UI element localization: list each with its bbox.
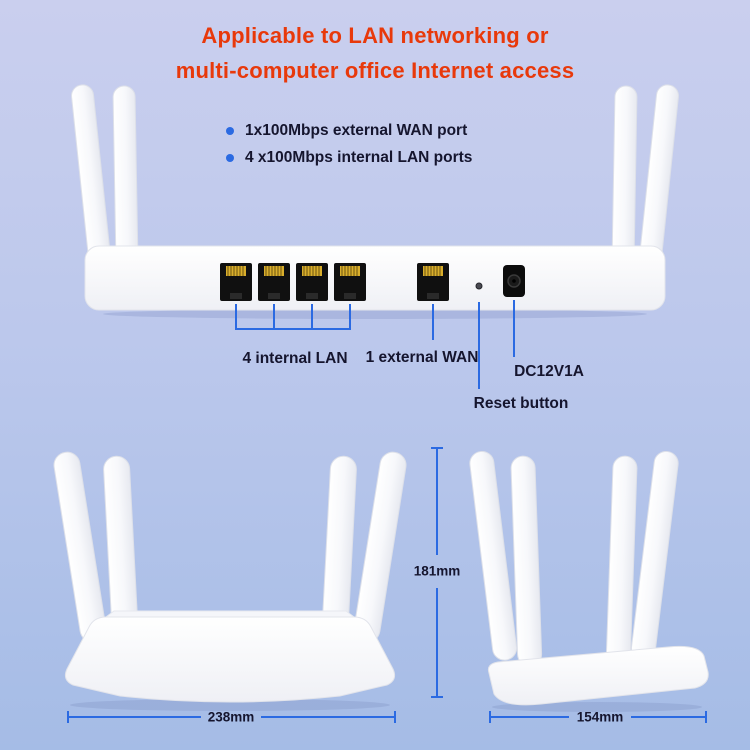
lan-port-icon bbox=[295, 262, 329, 302]
headline-line2: multi-computer office Internet access bbox=[175, 58, 575, 83]
dimension-line-width bbox=[67, 711, 396, 723]
router-back-body bbox=[84, 245, 666, 311]
reset-callout-label: Reset button bbox=[473, 395, 569, 412]
dc-callout-label: DC12V1A bbox=[514, 363, 584, 380]
feature-text: 1x100Mbps external WAN port bbox=[245, 122, 468, 139]
headline: Applicable to LAN networking or multi-co… bbox=[0, 18, 750, 88]
lan-callout-label: 4 internal LAN bbox=[242, 350, 348, 367]
lan-port-icon bbox=[257, 262, 291, 302]
antenna-icon bbox=[469, 450, 518, 661]
dimension-line-depth bbox=[489, 711, 707, 723]
wan-port-icon bbox=[416, 262, 450, 302]
width-dimension-label: 238mm bbox=[207, 709, 255, 725]
antenna-icon bbox=[353, 451, 407, 643]
antenna-icon bbox=[112, 85, 139, 265]
dc-jack-icon bbox=[503, 265, 525, 297]
router-side-view bbox=[469, 450, 709, 712]
feature-item-wan: 1x100Mbps external WAN port bbox=[226, 122, 467, 140]
feature-item-lan: 4 x100Mbps internal LAN ports bbox=[226, 149, 472, 167]
shadow bbox=[103, 309, 647, 319]
antenna-icon bbox=[611, 85, 638, 265]
antenna-icon bbox=[53, 451, 107, 643]
lan-port-icon bbox=[219, 262, 253, 302]
feature-text: 4 x100Mbps internal LAN ports bbox=[245, 149, 473, 166]
reset-hole-icon bbox=[475, 282, 483, 290]
router-back-view bbox=[71, 84, 679, 389]
antenna-icon bbox=[630, 450, 679, 661]
lan-port-icon bbox=[333, 262, 367, 302]
bullet-icon bbox=[226, 127, 234, 135]
router-side-body bbox=[487, 645, 709, 706]
depth-dimension-label: 154mm bbox=[576, 709, 624, 725]
height-dimension-label: 181mm bbox=[413, 563, 461, 579]
shadow bbox=[492, 702, 702, 712]
shadow bbox=[70, 699, 390, 711]
dimension-line-height bbox=[431, 447, 443, 698]
antenna-icon bbox=[639, 84, 679, 263]
lan-callout-line bbox=[235, 304, 351, 330]
router-front-view bbox=[53, 451, 407, 711]
antenna-icon bbox=[71, 84, 111, 263]
bullet-icon bbox=[226, 154, 234, 162]
headline-line1: Applicable to LAN networking or bbox=[201, 23, 549, 48]
router-front-body bbox=[65, 616, 395, 703]
router-front-top-face bbox=[104, 610, 356, 618]
wan-callout-label: 1 external WAN bbox=[365, 349, 479, 366]
